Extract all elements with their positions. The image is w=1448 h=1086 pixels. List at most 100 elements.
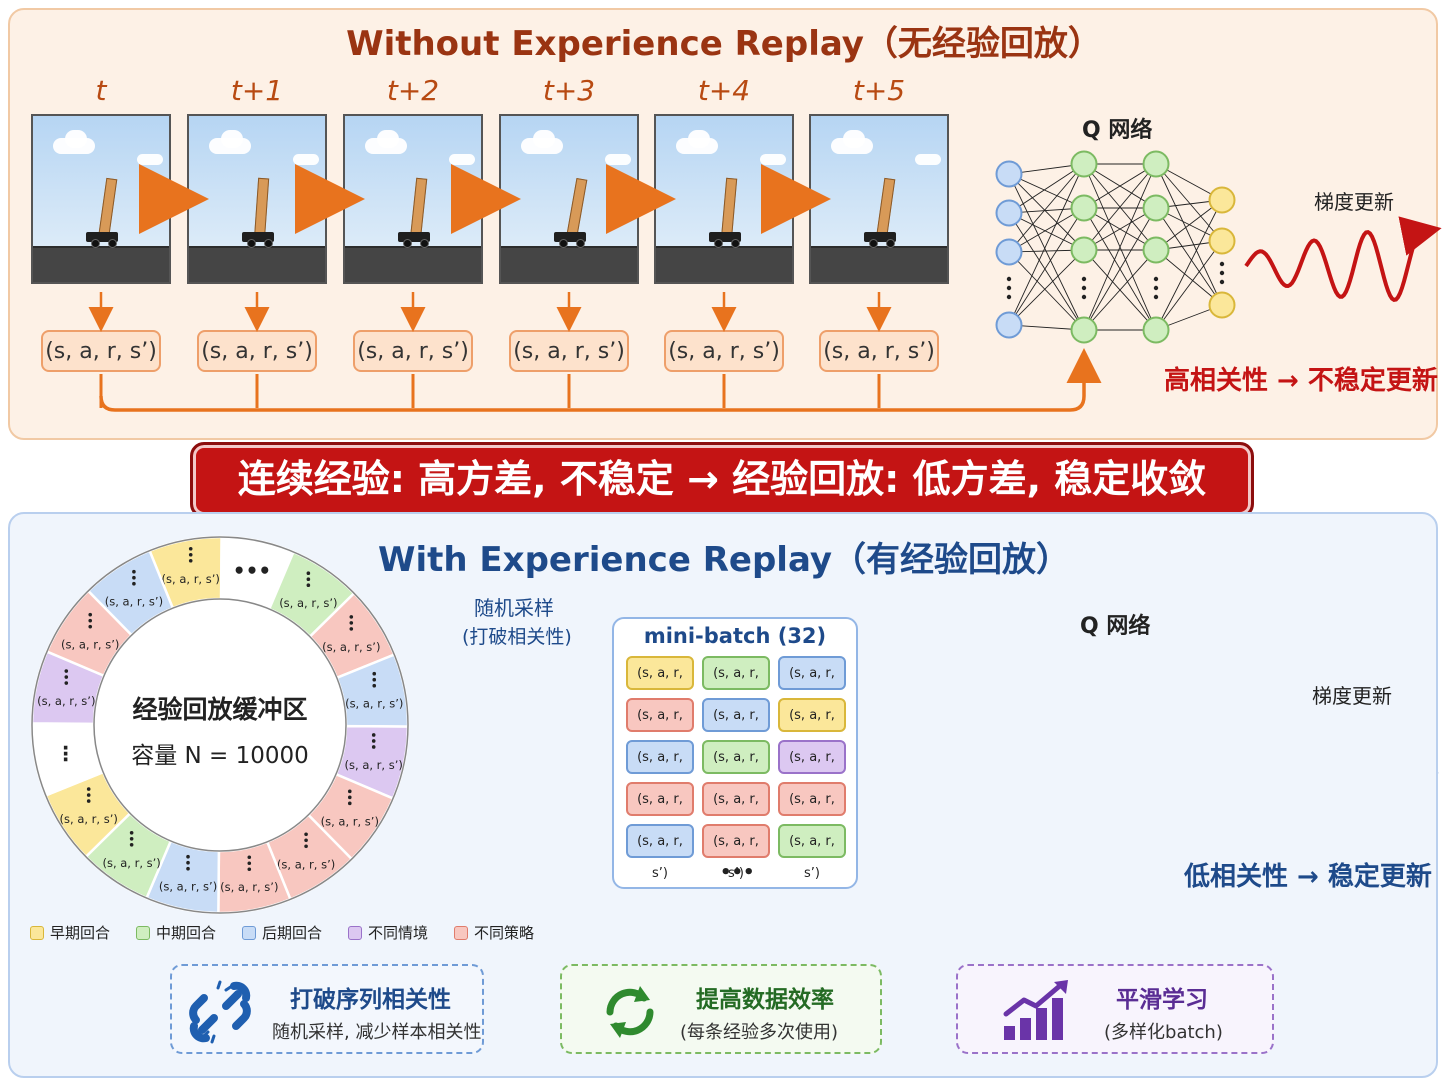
with-replay-title: With Experience Replay（有经验回放） [377,540,1071,580]
ring-dot [64,681,69,685]
bottom-q-network-label: Q 网络 [1080,614,1151,639]
ring-tuple-label: (s, a, r, s’) [345,758,403,772]
network-edge [1083,207,1157,331]
ring-ellipsis: ⋮ [56,741,76,765]
ring-dot [86,799,91,803]
ring-dot [372,683,377,688]
legend-item: 中期回合 [136,922,216,943]
ring-dot [304,832,308,837]
ring-dot [247,855,252,860]
ring-dot [129,836,134,841]
ring-dot [349,621,354,625]
refresh-cycle-icon [606,986,654,1038]
network-edge [1155,199,1223,251]
ring-dot [188,552,193,557]
legend-label: 中期回合 [156,924,217,942]
ring-tuple-label: (s, a, r, s’) [60,812,118,826]
cart-wheel [264,239,273,248]
cart-wheel [247,239,256,248]
cart [86,232,118,242]
ring-tuple-label: (s, a, r, s’) [61,638,119,652]
ring-dot [86,793,91,797]
ring-ellipsis: ••• [233,558,271,582]
bar-chart-growth-icon [1003,980,1068,1040]
network-node [995,311,1023,339]
cart-wheel [420,239,429,248]
network-node [1070,316,1098,344]
ring-dot [188,546,193,551]
ring-dot [86,787,91,791]
network-edge [1083,163,1157,209]
ellipsis-dot [1219,270,1225,276]
network-edge [1155,199,1223,331]
cart-wheel [91,239,100,248]
network-edge [1155,163,1223,306]
bottom-gradient-label: 梯度更新 [1312,684,1392,708]
network-edge [1083,163,1157,251]
ring-dot [372,671,377,676]
top-gradient-label: 梯度更新 [1314,190,1394,214]
network-node [1070,150,1098,178]
buffer-name: 经验回放缓冲区 [132,695,308,724]
minibatch-cell: (s, a, r, s’) [626,824,694,881]
ring-dot [247,861,252,866]
cart [554,232,586,242]
timestep-label: t+4 [697,74,751,107]
cart-wheel [403,239,412,248]
experience-tuple: (s, a, r, s’) [819,330,939,372]
ring-dot [306,583,311,588]
card-smooth-learning-title: 平滑学习 [1116,987,1208,1013]
network-edge [1008,207,1085,326]
minibatch-title: mini-batch (32) [643,624,827,648]
minibatch-cell: (s, a, r, s’) [626,740,694,797]
ring-tuple-label: (s, a, r, s’) [277,857,335,871]
cartpole-frame [187,114,327,284]
network-edge [1155,249,1223,306]
network-edge [1083,249,1157,331]
timestep-label: t+1 [230,74,284,107]
network-edge [1008,207,1085,253]
ring-tuple-label: (s, a, r, s’) [162,572,220,586]
ring-dot [188,558,193,563]
ring-tuple-label: (s, a, r, s’) [321,814,379,828]
network-node [1208,227,1236,255]
ellipsis-dot [1006,285,1012,291]
ring-dot [88,624,93,629]
ellipsis-dot [1006,294,1012,300]
minibatch-cell: (s, a, r, s’) [702,740,770,797]
ellipsis-dot [1081,285,1087,291]
legend-item: 不同情境 [348,922,428,943]
ring-dot [371,733,376,737]
ring-tuple-label: (s, a, r, s’) [105,595,163,609]
minibatch-cell: (s, a, r, s’) [778,656,846,713]
cart [864,232,896,242]
network-node [995,199,1023,227]
legend-swatch [30,926,44,940]
network-edge [1155,240,1223,331]
ring-dot [247,867,252,872]
ellipsis-dot [1081,276,1087,282]
ellipsis-dot [1219,279,1225,285]
network-edge [1008,163,1085,214]
network-edge [1008,212,1085,251]
ring-dot [304,838,308,843]
network-node [1142,236,1170,264]
ring-dot [129,842,134,847]
ring-dot [132,575,136,580]
cart [242,232,274,242]
unstable-update-wave [1244,216,1442,303]
top-effect-text: 高相关性 → 不稳定更新 [1164,366,1438,396]
ring-tuple-label: (s, a, r, s’) [102,856,160,870]
cart-wheel [869,239,878,248]
card-data-efficiency-title: 提高数据效率 [696,987,834,1013]
cart-wheel [886,239,895,248]
ring-dot [129,830,134,835]
network-edge [1008,173,1085,209]
cart-wheel [108,239,117,248]
top-q-network-label: Q 网络 [1082,118,1153,143]
timestep-label: t [95,74,107,107]
experience-tuple: (s, a, r, s’) [197,330,317,372]
minibatch-more: ••• [720,862,755,883]
cartpole-frame [499,114,639,284]
ring-dot [64,675,69,679]
